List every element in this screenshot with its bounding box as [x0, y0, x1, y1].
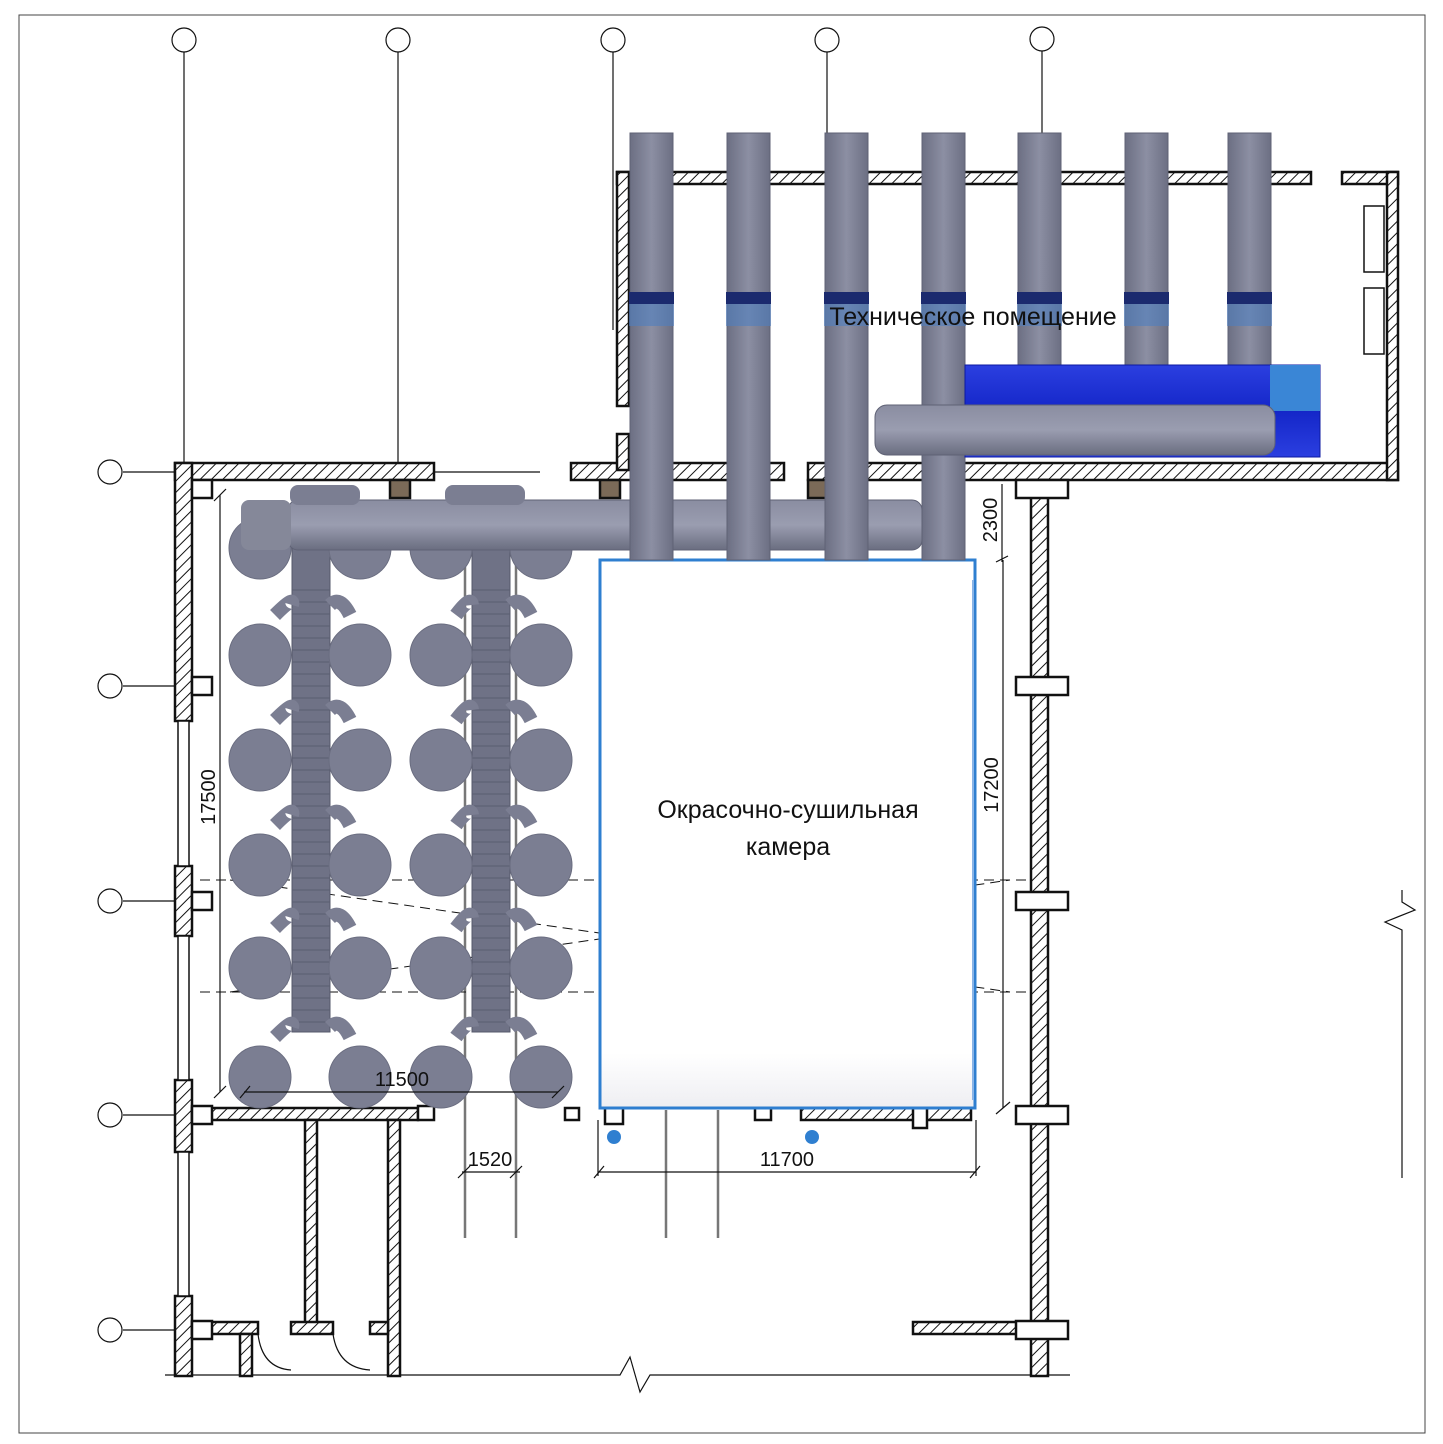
break-lines — [165, 890, 1417, 1394]
filter-connector — [505, 804, 538, 829]
dim-booth-width: 11700 — [760, 1149, 814, 1171]
vertical-duct — [824, 132, 869, 561]
filter-connector — [450, 907, 479, 933]
vertical-duct — [629, 132, 674, 561]
vertical-ducts — [629, 132, 1272, 561]
filter-connector — [450, 594, 479, 620]
filter-connector — [505, 594, 538, 619]
filter-connector — [450, 1016, 479, 1042]
filter-connector — [270, 907, 300, 933]
duct-damper-shade — [1124, 304, 1169, 326]
filter-unit — [328, 833, 392, 897]
duct-damper-shade — [1017, 304, 1062, 326]
filter-units — [228, 516, 573, 1109]
vertical-duct — [726, 132, 771, 561]
filter-connector — [325, 594, 357, 619]
duct-damper — [726, 292, 771, 304]
filter-unit — [228, 623, 292, 687]
booth-label-line1: Окрасочно-сушильная — [657, 796, 918, 824]
filter-unit — [328, 623, 392, 687]
air-handling-unit — [874, 364, 1321, 458]
duct-damper — [1017, 292, 1062, 304]
filter-unit — [409, 728, 473, 792]
dim-top-gap: 2300 — [980, 498, 1002, 543]
sheet-frame — [18, 14, 1426, 1434]
filter-unit — [228, 1045, 292, 1109]
filter-unit — [509, 1045, 573, 1109]
vertical-duct — [921, 132, 966, 561]
duct-damper — [921, 292, 966, 304]
filter-unit — [228, 936, 292, 1000]
axis-marker — [97, 1317, 123, 1343]
filter-unit — [328, 728, 392, 792]
booth-light — [607, 1130, 621, 1144]
filter-connector — [505, 907, 538, 932]
filter-connector — [505, 1016, 538, 1041]
axis-marker — [1029, 26, 1055, 52]
filter-connector — [325, 804, 357, 829]
duct-damper-shade — [1227, 304, 1272, 326]
booth-light — [805, 1130, 819, 1144]
axis-marker — [171, 27, 197, 53]
filter-connector — [325, 907, 357, 932]
axis-marker — [600, 27, 626, 53]
dimension-lines — [213, 484, 1011, 1179]
filter-unit — [509, 936, 573, 1000]
axis-marker — [97, 888, 123, 914]
dim-rail-gauge: 1520 — [468, 1149, 513, 1171]
dim-left-height: 17500 — [198, 769, 220, 825]
filter-unit — [509, 833, 573, 897]
door-swings — [257, 1333, 371, 1371]
filter-connector — [450, 699, 479, 725]
duct-damper — [1227, 292, 1272, 304]
filter-connector — [450, 804, 479, 830]
dim-aisle-width: 11500 — [375, 1069, 429, 1091]
duct-damper-shade — [726, 304, 771, 326]
filter-connector — [270, 1016, 300, 1042]
axis-marker — [385, 27, 411, 53]
filter-connector — [270, 804, 300, 830]
filter-connector — [325, 699, 357, 724]
duct-damper — [824, 292, 869, 304]
filter-trunk — [471, 519, 511, 1033]
filter-unit — [228, 728, 292, 792]
filter-connector — [505, 699, 538, 724]
filter-unit — [409, 833, 473, 897]
paint-booth — [598, 558, 977, 1144]
filter-unit — [228, 833, 292, 897]
axis-marker — [814, 27, 840, 53]
booth-label-line2: камера — [746, 833, 830, 861]
filter-connector — [325, 1016, 357, 1041]
filter-trunk — [291, 519, 331, 1033]
filter-unit — [509, 728, 573, 792]
axis-marker — [97, 673, 123, 699]
duct-damper-shade — [824, 304, 869, 326]
dim-booth-height: 17200 — [981, 757, 1003, 813]
tech-room-label: Техническое помещение — [829, 303, 1116, 331]
filter-unit — [409, 623, 473, 687]
axis-marker — [97, 459, 123, 485]
window-openings — [177, 205, 1385, 1297]
filter-connector — [270, 594, 300, 620]
columns — [190, 478, 1070, 1341]
duct-damper-shade — [629, 304, 674, 326]
duct-damper — [629, 292, 674, 304]
filter-unit — [328, 936, 392, 1000]
filter-connector — [270, 699, 300, 725]
axis-marker — [97, 1102, 123, 1128]
filter-unit — [509, 623, 573, 687]
duct-damper — [1124, 292, 1169, 304]
duct-damper-shade — [921, 304, 966, 326]
filter-unit — [409, 936, 473, 1000]
